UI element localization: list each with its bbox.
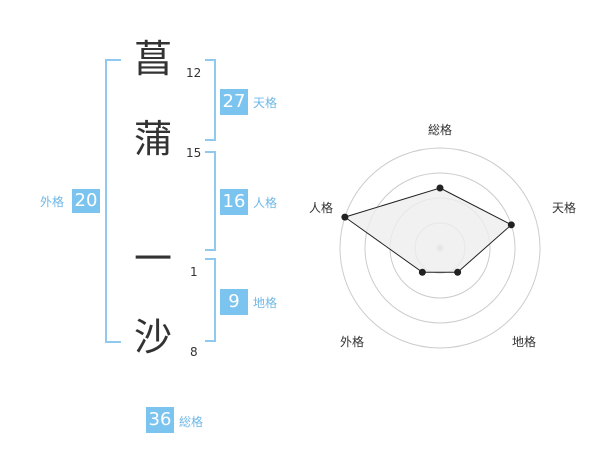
soukaku-label: 総格 xyxy=(179,415,204,429)
jinkaku-label: 人格 xyxy=(253,196,278,210)
radar-point-3 xyxy=(418,268,426,276)
radar-label-chikaku: 地格 xyxy=(512,335,537,349)
gaikaku-label: 外格 xyxy=(40,195,65,209)
radar-label-soukaku: 総格 xyxy=(428,123,453,137)
stroke-count-2: 15 xyxy=(186,146,202,160)
kanji-4: 沙 xyxy=(133,315,172,359)
chikaku-bracket xyxy=(205,258,216,342)
radar-point-0 xyxy=(436,184,444,192)
gaikaku-value: 20 xyxy=(72,189,100,213)
radar-point-1 xyxy=(507,221,515,229)
radar-point-4 xyxy=(341,213,349,221)
jinkaku-value: 16 xyxy=(220,189,248,215)
kanji-3: 一 xyxy=(133,237,172,281)
radar-chart xyxy=(339,147,541,349)
radar-label-jinkaku: 人格 xyxy=(309,201,334,215)
chikaku-value: 9 xyxy=(220,289,248,315)
chikaku-label: 地格 xyxy=(253,296,278,310)
tenkaku-value: 27 xyxy=(220,89,248,115)
kanji-1: 菖 xyxy=(133,37,172,81)
stroke-count-4: 8 xyxy=(190,345,198,359)
radar-ring xyxy=(339,147,541,349)
kanji-2: 蒲 xyxy=(133,117,172,161)
gaikaku-bracket xyxy=(105,59,121,343)
jinkaku-bracket xyxy=(205,151,216,251)
soukaku-value: 36 xyxy=(146,407,174,433)
stroke-count-3: 1 xyxy=(190,265,198,279)
radar-label-tenkaku: 天格 xyxy=(552,201,577,215)
tenkaku-label: 天格 xyxy=(253,96,278,110)
radar-label-gaikaku: 外格 xyxy=(340,335,365,349)
tenkaku-bracket xyxy=(205,59,216,141)
radar-ring xyxy=(364,172,516,324)
radar-series-area xyxy=(343,187,513,273)
radar-point-2 xyxy=(454,268,462,276)
stroke-count-1: 12 xyxy=(186,66,202,80)
